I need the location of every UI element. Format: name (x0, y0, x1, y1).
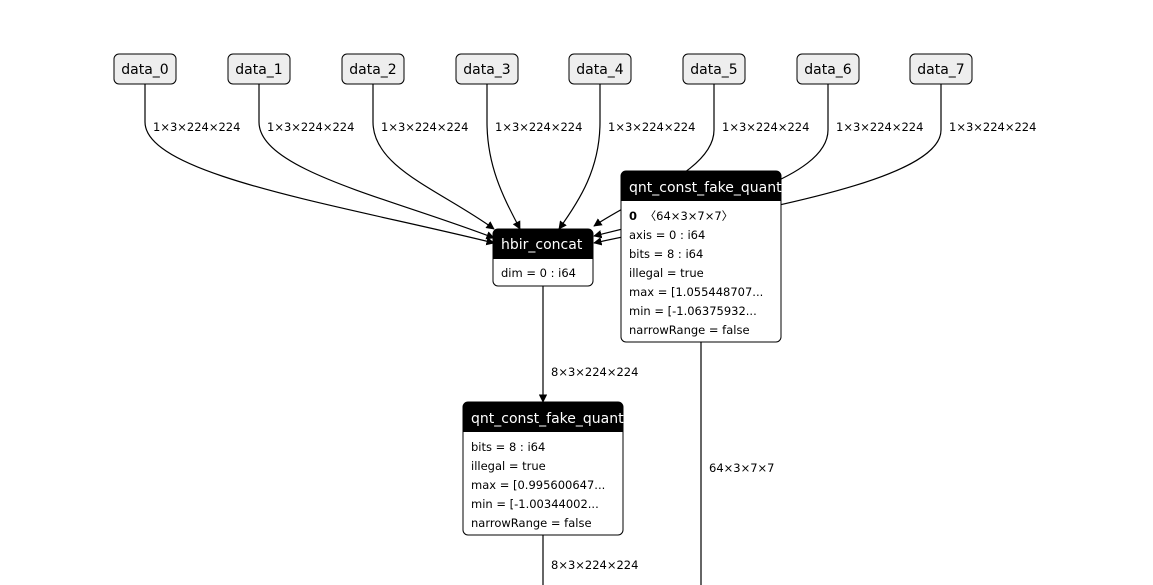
input-node-data1[interactable]: data_1 (227, 53, 291, 85)
attr-row: narrowRange = false (471, 516, 592, 530)
attr-row: max = [0.995600647... (471, 478, 605, 492)
input-node-data4[interactable]: data_4 (568, 53, 632, 85)
input-node-label: data_5 (690, 62, 737, 78)
attr-row: max = [1.055448707... (629, 285, 763, 299)
attr-row: dim = 0 : i64 (501, 266, 576, 280)
edge-label-data6: 1×3×224×224 (836, 120, 923, 134)
act-quant-node[interactable]: qnt_const_fake_quant bits = 8 : i64 ille… (462, 401, 624, 536)
edge-data3-to-concat (486, 84, 521, 230)
input-node-label: data_0 (121, 62, 168, 78)
edge-label-data3: 1×3×224×224 (495, 120, 582, 134)
input-node-data0[interactable]: data_0 (113, 53, 177, 85)
input-node-data3[interactable]: data_3 (455, 53, 519, 85)
input-node-data2[interactable]: data_2 (341, 53, 405, 85)
node-title: hbir_concat (501, 237, 583, 253)
input-node-label: data_6 (804, 62, 852, 78)
input-nodes: data_0 data_1 data_2 data_3 data_4 data_… (113, 53, 973, 85)
header-shape: 〈64×3×7×7〉 (645, 209, 734, 223)
input-node-label: data_1 (235, 62, 282, 78)
concat-node[interactable]: hbir_concat dim = 0 : i64 (492, 228, 594, 287)
edge-data2-to-concat (372, 84, 495, 230)
edge-label-data2: 1×3×224×224 (381, 120, 468, 134)
weight-quant-node[interactable]: qnt_const_fake_quant 0 〈64×3×7×7〉 axis =… (620, 170, 782, 343)
edge-label-data4: 1×3×224×224 (608, 120, 695, 134)
input-node-label: data_4 (576, 62, 624, 78)
edge-label-data7: 1×3×224×224 (949, 120, 1036, 134)
attr-row: bits = 8 : i64 (629, 247, 703, 261)
edge-label-data0: 1×3×224×224 (153, 120, 240, 134)
node-title: qnt_const_fake_quant (629, 180, 782, 196)
attr-row: min = [-1.06375932... (629, 304, 757, 318)
header-index: 0 (629, 209, 637, 223)
input-node-label: data_2 (349, 62, 396, 78)
edge-label-data5: 1×3×224×224 (722, 120, 809, 134)
edge-label-concat-to-act: 8×3×224×224 (551, 365, 638, 379)
input-node-data7[interactable]: data_7 (909, 53, 973, 85)
attr-row: illegal = true (471, 459, 546, 473)
edge-data0-to-concat (144, 84, 495, 246)
edge-data1-to-concat (258, 84, 495, 240)
input-node-label: data_3 (463, 62, 510, 78)
attr-row: narrowRange = false (629, 323, 750, 337)
node-header-row: 0 〈64×3×7×7〉 (629, 209, 733, 223)
edge-label-act-out: 8×3×224×224 (551, 558, 638, 572)
edge-data4-to-concat (558, 84, 601, 230)
edge-labels: 1×3×224×224 1×3×224×224 1×3×224×224 1×3×… (153, 120, 1036, 572)
attr-row: min = [-1.00344002... (471, 497, 599, 511)
node-title: qnt_const_fake_quant (471, 411, 624, 427)
input-node-data5[interactable]: data_5 (682, 53, 746, 85)
input-node-label: data_7 (917, 62, 964, 78)
attr-row: illegal = true (629, 266, 704, 280)
edge-label-data1: 1×3×224×224 (267, 120, 354, 134)
attr-row: bits = 8 : i64 (471, 440, 545, 454)
edge-label-weight-out: 64×3×7×7 (709, 461, 775, 475)
attr-row: axis = 0 : i64 (629, 228, 705, 242)
input-node-data6[interactable]: data_6 (796, 53, 860, 85)
